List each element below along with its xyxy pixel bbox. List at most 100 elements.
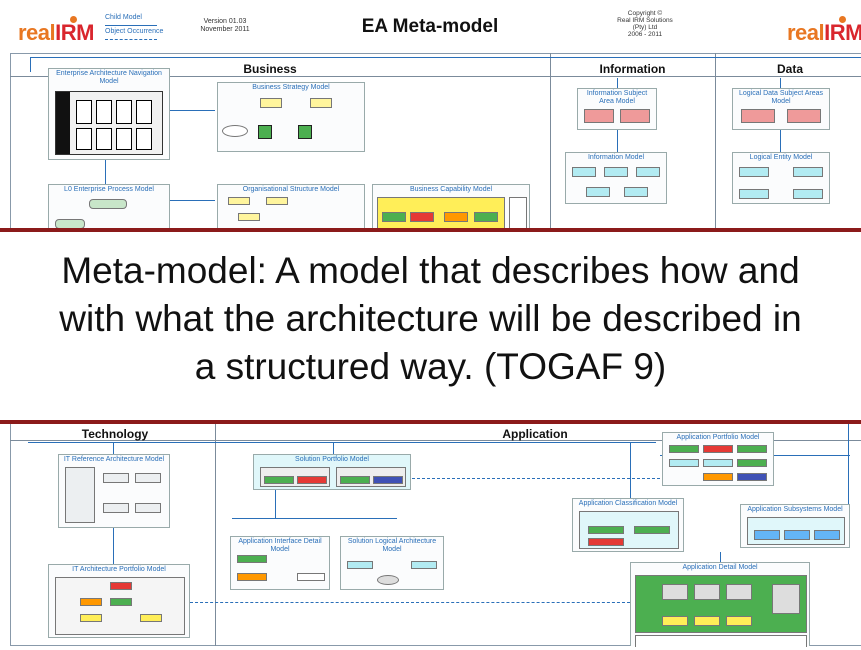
model-title: Solution Logical Architecture Model — [347, 538, 437, 553]
capability-cell — [410, 212, 434, 222]
model-shape — [237, 573, 267, 581]
model-business-strategy[interactable]: Business Strategy Model — [217, 82, 365, 152]
model-shape — [260, 467, 330, 487]
connector-line — [617, 130, 618, 152]
model-business-capability[interactable]: Business Capability Model — [372, 184, 530, 229]
model-application-subsystems[interactable]: Application Subsystems Model — [740, 504, 850, 548]
model-shape — [737, 445, 767, 453]
model-shape — [260, 98, 282, 108]
model-title: Logical Entity Model — [749, 154, 813, 161]
logo-dot-icon — [70, 16, 77, 23]
portfolio-cell — [140, 614, 162, 622]
model-shape — [377, 575, 399, 585]
model-title: Logical Data Subject Areas Model — [738, 90, 824, 105]
model-shape — [737, 473, 767, 481]
column-title-data: Data — [776, 62, 803, 76]
capability-cell — [382, 212, 406, 222]
person-figure-icon — [258, 125, 272, 139]
model-title: Enterprise Architecture Navigation Model — [56, 70, 162, 85]
connector-line — [105, 160, 106, 185]
connector-line — [170, 200, 215, 201]
model-shape — [238, 213, 260, 221]
model-solution-portfolio[interactable]: Solution Portfolio Model — [253, 454, 411, 490]
model-shape — [65, 467, 95, 523]
dashed-connector — [412, 478, 660, 479]
date-text: November 2011 — [200, 26, 250, 33]
logo-dot-icon — [839, 16, 846, 23]
model-shape — [793, 189, 823, 199]
model-information[interactable]: Information Model — [565, 152, 667, 204]
connector-line — [30, 57, 31, 72]
page-title: EA Meta-model — [361, 16, 499, 37]
column-header-bar — [10, 76, 861, 77]
thumbnail-block — [96, 100, 112, 124]
model-shape — [787, 109, 821, 123]
classification-cell — [588, 526, 624, 534]
portfolio-cell — [110, 582, 132, 590]
model-title: Information Subject Area Model — [586, 90, 648, 105]
copyright-line: 2006 - 2011 — [627, 31, 663, 38]
model-shape — [635, 635, 807, 647]
model-logical-data-subject-areas[interactable]: Logical Data Subject Areas Model — [732, 88, 830, 130]
thumbnail-block — [116, 100, 132, 124]
model-thumbnail — [55, 91, 163, 155]
column-title-business: Business — [243, 62, 297, 76]
version-text: Version 01.03 — [203, 18, 247, 25]
copyright: Copyright © Real IRM Solutions (Pty) Ltd… — [600, 10, 690, 38]
dashed-connector — [190, 602, 630, 603]
column-divider — [550, 53, 551, 228]
model-application-interface-detail[interactable]: Application Interface Detail Model — [230, 536, 330, 590]
column-title-technology: Technology — [81, 427, 149, 441]
column-header-bar — [10, 440, 861, 441]
model-shape — [310, 98, 332, 108]
model-shape — [89, 199, 127, 209]
model-shape — [747, 517, 845, 545]
model-title: Business Strategy Model — [252, 84, 330, 91]
model-title: Application Portfolio Model — [676, 434, 760, 441]
model-shape — [669, 445, 699, 453]
logo-irm-text: IRM — [824, 20, 861, 45]
connector-line — [232, 518, 397, 519]
column-divider — [215, 424, 216, 646]
portfolio-cell — [80, 614, 102, 622]
logo-left: realIRM — [18, 16, 94, 46]
connector-line — [30, 57, 861, 58]
model-application-portfolio[interactable]: Application Portfolio Model — [662, 432, 774, 486]
model-shape — [135, 503, 161, 513]
thumbnail-block — [76, 100, 92, 124]
model-logical-entity[interactable]: Logical Entity Model — [732, 152, 830, 204]
legend-child-model: Child Model — [105, 14, 142, 21]
model-shape — [377, 197, 505, 229]
model-shape — [586, 187, 610, 197]
model-shape — [737, 459, 767, 467]
model-l0-enterprise-process[interactable]: L0 Enterprise Process Model — [48, 184, 170, 229]
model-title: Solution Portfolio Model — [295, 456, 369, 463]
connector-line — [275, 490, 276, 518]
model-solution-logical-architecture[interactable]: Solution Logical Architecture Model — [340, 536, 444, 590]
model-shape — [135, 473, 161, 483]
banner-line-2: with what the architecture will be descr… — [59, 298, 802, 339]
model-shape — [703, 459, 733, 467]
model-application-detail[interactable]: Application Detail Model — [630, 562, 810, 647]
model-shape — [636, 167, 660, 177]
capability-cell — [474, 212, 498, 222]
model-shape — [624, 187, 648, 197]
copyright-line: Copyright © — [627, 10, 663, 17]
model-title: Application Interface Detail Model — [238, 538, 322, 553]
model-shape — [620, 109, 650, 123]
model-it-architecture-portfolio[interactable]: IT Architecture Portfolio Model — [48, 564, 190, 638]
model-application-classification[interactable]: Application Classification Model — [572, 498, 684, 552]
portfolio-cell — [297, 476, 327, 484]
model-information-subject-area[interactable]: Information Subject Area Model — [577, 88, 657, 130]
model-shape — [266, 197, 288, 205]
model-shape — [103, 473, 129, 483]
copyright-line: Real IRM Solutions — [617, 17, 673, 24]
model-title: Application Classification Model — [578, 500, 678, 507]
model-shape — [741, 109, 775, 123]
connector-line — [720, 552, 721, 562]
model-it-reference-architecture[interactable]: IT Reference Architecture Model — [58, 454, 170, 528]
model-shape — [793, 167, 823, 177]
model-shape — [411, 561, 437, 569]
model-ea-navigation[interactable]: Enterprise Architecture Navigation Model — [48, 68, 170, 160]
model-organisational-structure[interactable]: Organisational Structure Model — [217, 184, 365, 228]
